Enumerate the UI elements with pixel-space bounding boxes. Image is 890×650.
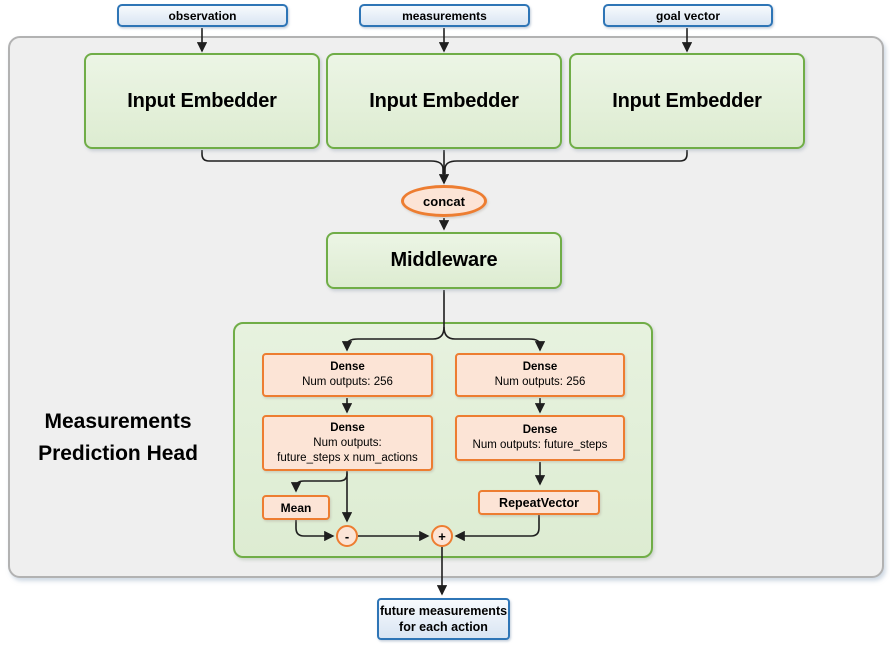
dense-outputs: Num outputs: 256 (494, 376, 586, 388)
dense-node-left-1: Dense Num outputs: 256 (262, 353, 433, 397)
arrow-mean-to-subtract (295, 520, 335, 542)
wire-embedder3-merge (444, 150, 688, 174)
mean-node: Mean (262, 495, 330, 520)
input-node-goal-vector: goal vector (603, 4, 773, 27)
arrow-repeatvector-to-add (454, 515, 540, 542)
prediction-head-title: Measurements Prediction Head (10, 406, 226, 470)
output-node: future measurements for each action (377, 598, 510, 640)
dense-title: Dense (522, 361, 558, 373)
concat-node: concat (401, 185, 487, 217)
input-embedder-3: Input Embedder (569, 53, 805, 149)
input-node-measurements: measurements (359, 4, 530, 27)
input-node-observation: observation (117, 4, 288, 27)
input-node-label: observation (168, 8, 237, 23)
prediction-head-title-line1: Measurements (44, 410, 192, 433)
arrow-dense-to-mean (290, 472, 348, 493)
dense-outputs: Num outputs: future_steps (472, 439, 608, 451)
dense-node-left-2: Dense Num outputs: future_steps x num_ac… (262, 415, 433, 471)
mean-label: Mean (280, 500, 312, 515)
dense-title: Dense (330, 361, 365, 373)
output-label-line1: future measurements (379, 604, 508, 618)
middleware-label: Middleware (390, 249, 498, 271)
input-node-label: goal vector (655, 8, 721, 23)
input-embedder-2: Input Embedder (326, 53, 562, 149)
dense-outputs-line2: future_steps x num_actions (277, 451, 418, 464)
add-node: + (431, 525, 453, 547)
input-embedder-label: Input Embedder (369, 89, 519, 112)
input-node-label: measurements (402, 8, 487, 23)
concat-label: concat (423, 193, 465, 209)
output-label-line2: for each action (399, 620, 488, 634)
input-embedder-label: Input Embedder (612, 89, 762, 112)
input-embedder-label: Input Embedder (127, 89, 277, 112)
input-embedder-1: Input Embedder (84, 53, 320, 149)
arrow-middleware-to-dense-right (443, 326, 546, 352)
subtract-node: - (336, 525, 358, 547)
repeat-vector-label: RepeatVector (499, 495, 579, 510)
middleware-node: Middleware (326, 232, 562, 289)
add-symbol: + (438, 528, 446, 544)
arrow-middleware-to-dense-left (341, 290, 445, 352)
dense-node-right-2: Dense Num outputs: future_steps (455, 415, 625, 461)
repeat-vector-node: RepeatVector (478, 490, 600, 515)
prediction-head-title-line2: Prediction Head (38, 442, 198, 465)
subtract-symbol: - (344, 528, 350, 544)
dense-title: Dense (330, 421, 365, 434)
dense-outputs-line1: Num outputs: (313, 436, 382, 449)
dense-node-right-1: Dense Num outputs: 256 (455, 353, 625, 397)
wire-embedder1-merge (201, 150, 444, 174)
dense-title: Dense (522, 424, 558, 436)
dense-outputs: Num outputs: 256 (302, 376, 393, 388)
